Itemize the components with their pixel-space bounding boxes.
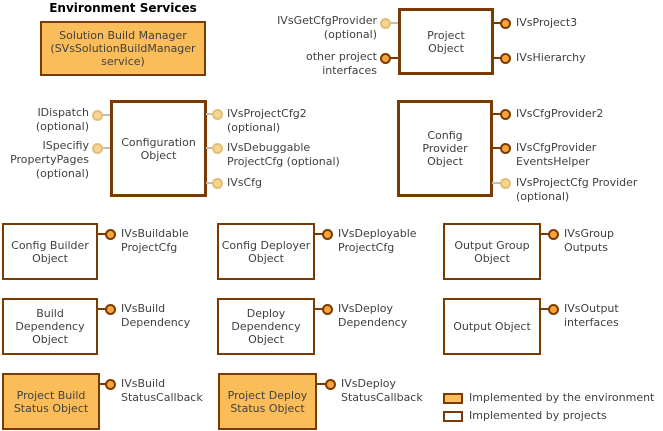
legend-swatch-projects: [443, 411, 463, 422]
box-output-object: Output Object: [443, 298, 541, 355]
interface-label-ivs-output-interfaces: IVsOutput interfaces: [564, 302, 619, 329]
box-label: Project Deploy Status Object: [227, 388, 308, 415]
box-label: Output Object: [453, 320, 531, 333]
connector-line: [314, 308, 323, 310]
interface-label-ivs-project3: IVsProject3: [516, 16, 578, 29]
box-label: Build Dependency Object: [15, 307, 85, 346]
box-label: Config Deployer Object: [221, 238, 311, 265]
pin-icon-ivs-project3: [500, 18, 511, 29]
pin-icon-ivs-project-cfg2: [212, 109, 223, 120]
pin-icon-ivs-cfg: [212, 178, 223, 189]
connector-line: [492, 182, 501, 184]
box-label: Project Build Status Object: [13, 388, 89, 415]
connector-line: [492, 147, 501, 149]
connector-line: [493, 22, 501, 24]
box-deploy-dependency-object: Deploy Dependency Object: [217, 298, 315, 355]
interface-label-ivs-cfg-provider-events-helper: IVsCfgProvider EventsHelper: [516, 141, 597, 168]
interface-label-ivs-build-status-callback: IVsBuild StatusCallback: [121, 377, 203, 404]
connector-line: [540, 308, 549, 310]
box-label: Deploy Dependency Object: [231, 307, 301, 346]
pin-icon-ivs-project-cfg-provider: [500, 178, 511, 189]
pin-icon-ivs-get-cfg-provider: [380, 18, 391, 29]
interface-label-ivs-build-dependency: IVsBuild Dependency: [121, 302, 191, 329]
pin-icon-ivs-build-status-callback: [105, 379, 116, 390]
connector-line: [389, 57, 398, 59]
box-label: Solution Build Manager (SVsSolutionBuild…: [50, 29, 196, 68]
connector-line: [206, 182, 213, 184]
box-solution-build-manager: Solution Build Manager (SVsSolutionBuild…: [40, 21, 206, 76]
box-project-build-status-object: Project Build Status Object: [2, 373, 100, 430]
pin-icon-other-project-interfaces: [380, 53, 391, 64]
interface-label-ivs-project-cfg-provider: IVsProjectCfg Provider (optional): [516, 176, 638, 203]
pin-icon-ivs-debuggable-project-cfg: [212, 143, 223, 154]
pin-icon-ivs-buildable-project-cfg: [105, 229, 116, 240]
connector-line: [206, 113, 213, 115]
connector-line: [101, 114, 110, 116]
pin-icon-ivs-deploy-status-callback: [325, 379, 336, 390]
box-label: Output Group Object: [454, 238, 530, 265]
box-config-deployer-object: Config Deployer Object: [217, 223, 315, 280]
connector-line: [97, 233, 106, 235]
connector-line: [540, 233, 549, 235]
legend-swatch-environment: [443, 393, 463, 404]
interface-label-ispecifiy-property-pages: ISpecifiy PropertyPages (optional): [10, 139, 89, 180]
pin-icon-ivs-output-interfaces: [548, 304, 559, 315]
connector-line: [316, 383, 326, 385]
box-config-provider-object: Config Provider Object: [397, 100, 493, 197]
connector-line: [492, 113, 501, 115]
pin-icon-ivs-group-outputs: [548, 229, 559, 240]
box-project-object: Project Object: [398, 8, 494, 75]
pin-icon-ivs-deploy-dependency: [322, 304, 333, 315]
connector-line: [97, 308, 106, 310]
interface-label-ivs-cfg-provider2: IVsCfgProvider2: [516, 107, 604, 120]
pin-icon-ivs-cfg-provider2: [500, 109, 511, 120]
box-build-dependency-object: Build Dependency Object: [2, 298, 98, 355]
box-configuration-object: Configuration Object: [110, 100, 207, 197]
box-label: Config Builder Object: [11, 238, 89, 265]
connector-line: [389, 22, 398, 24]
box-label: Project Object: [427, 28, 465, 55]
diagram-title: Environment Services: [49, 1, 197, 15]
box-config-builder-object: Config Builder Object: [2, 223, 98, 280]
pin-icon-ivs-deployable-project-cfg: [322, 229, 333, 240]
pin-icon-idispatch: [92, 110, 103, 121]
connector-line: [493, 57, 501, 59]
legend-label-environment: Implemented by the environment: [469, 391, 655, 404]
interface-label-ivs-deploy-status-callback: IVsDeploy StatusCallback: [341, 377, 423, 404]
interface-label-ivs-project-cfg2: IVsProjectCfg2 (optional): [227, 107, 307, 134]
pin-icon-ispecifiy-property-pages: [92, 143, 103, 154]
legend-label-projects: Implemented by projects: [469, 409, 607, 422]
connector-line: [206, 147, 213, 149]
box-output-group-object: Output Group Object: [443, 223, 541, 280]
connector-line: [99, 383, 106, 385]
interface-label-ivs-group-outputs: IVsGroup Outputs: [564, 227, 614, 254]
connector-line: [101, 147, 110, 149]
interface-label-ivs-buildable-project-cfg: IVsBuildable ProjectCfg: [121, 227, 189, 254]
interface-label-ivs-debuggable-project-cfg: IVsDebuggable ProjectCfg (optional): [227, 141, 340, 168]
box-label: Config Provider Object: [422, 129, 468, 168]
interface-label-ivs-deploy-dependency: IVsDeploy Dependency: [338, 302, 408, 329]
connector-line: [314, 233, 323, 235]
pin-icon-ivs-hierarchy: [500, 53, 511, 64]
box-label: Configuration Object: [121, 135, 196, 162]
pin-icon-ivs-cfg-provider-events-helper: [500, 143, 511, 154]
interface-label-ivs-deployable-project-cfg: IVsDeployable ProjectCfg: [338, 227, 417, 254]
interface-label-ivs-hierarchy: IVsHierarchy: [516, 51, 586, 64]
interface-label-idispatch: IDispatch (optional): [35, 106, 89, 133]
interface-label-other-project-interfaces: other project interfaces: [306, 50, 377, 77]
box-project-deploy-status-object: Project Deploy Status Object: [218, 373, 317, 430]
interface-label-ivs-cfg: IVsCfg: [227, 176, 263, 189]
interface-label-ivs-get-cfg-provider: IVsGetCfgProvider (optional): [277, 14, 377, 41]
pin-icon-ivs-build-dependency: [105, 304, 116, 315]
